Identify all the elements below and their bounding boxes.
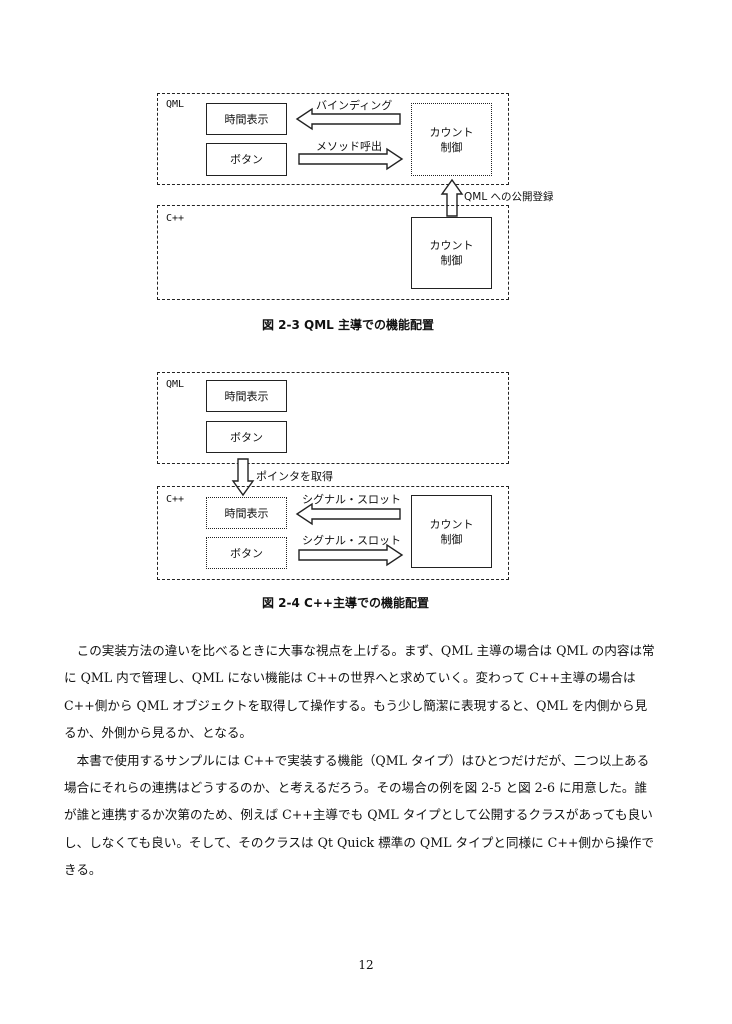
count-control-line2: 制御	[440, 254, 463, 267]
qml-region	[157, 372, 509, 464]
button-box: ボタン	[206, 143, 287, 176]
time-display-box: 時間表示	[206, 103, 287, 135]
count-control-line2: 制御	[440, 532, 463, 546]
publish-arrow-up	[440, 178, 464, 217]
time-display-label: 時間表示	[224, 112, 269, 126]
button-label: ボタン	[230, 153, 263, 166]
page-number: 12	[358, 958, 374, 972]
body-text: この実装方法の違いを比べるときに大事な視点を上げる。まず、QML 主導の場合は …	[64, 637, 658, 884]
count-control-line1: カウント	[429, 517, 474, 531]
signal-slot-label: シグナル・スロット	[302, 493, 401, 506]
button-label: ボタン	[230, 430, 263, 444]
signal-slot-label: シグナル・スロット	[302, 534, 401, 547]
cpp-region	[157, 486, 509, 580]
figure-caption: 図 2-3 QML 主導での機能配置	[262, 318, 435, 332]
method-call-arrow-right	[298, 147, 404, 171]
time-display-proxy-box: 時間表示	[206, 497, 287, 529]
binding-label: バインディング	[316, 99, 393, 112]
qml-region	[157, 93, 509, 185]
cpp-tag: C++	[166, 213, 185, 224]
binding-arrow-left	[295, 107, 401, 131]
figure-caption: 図 2-4 C++主導での機能配置	[262, 596, 429, 610]
count-control-line1: カウント	[429, 239, 474, 252]
count-control-line2: 制御	[440, 140, 463, 154]
publish-label: QML への公開登録	[464, 191, 554, 203]
qml-tag: QML	[166, 99, 185, 110]
cpp-tag: C++	[166, 494, 185, 505]
get-pointer-label: ポインタを取得	[256, 470, 333, 483]
body-paragraph: 本書で使用するサンプルには C++で実装する機能（QML タイプ）はひとつだけだ…	[64, 752, 654, 878]
cpp-region	[157, 205, 509, 300]
time-display-label: 時間表示	[224, 389, 269, 403]
button-box: ボタン	[206, 421, 287, 453]
count-control-box: カウント 制御	[411, 217, 492, 289]
body-paragraph: この実装方法の違いを比べるときに大事な視点を上げる。まず、QML 主導の場合は …	[64, 643, 655, 741]
signal-slot-arrow-left	[295, 502, 401, 526]
button-proxy-box: ボタン	[206, 537, 287, 569]
count-control-box: カウント 制御	[411, 495, 492, 568]
time-display-box: 時間表示	[206, 380, 287, 412]
button-label: ボタン	[230, 546, 263, 560]
count-control-proxy-box: カウント 制御	[411, 103, 492, 176]
time-display-label: 時間表示	[224, 506, 269, 520]
count-control-line1: カウント	[429, 125, 474, 139]
method-call-label: メソッド呼出	[316, 140, 382, 153]
signal-slot-arrow-right	[298, 543, 404, 567]
qml-tag: QML	[166, 379, 185, 390]
